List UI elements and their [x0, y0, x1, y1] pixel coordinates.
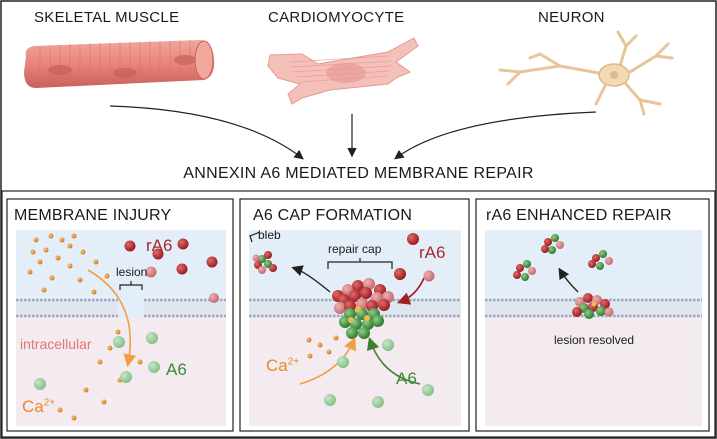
repair-cap-cluster: [332, 278, 394, 339]
panel-membrane-injury: [6, 198, 234, 432]
annexin-a6-proteins: [34, 332, 160, 390]
released-clusters: [513, 234, 613, 281]
calcium-ions: [27, 233, 143, 421]
label-lesion-resolved: lesion resolved: [554, 333, 635, 347]
bleb-cluster: [252, 251, 277, 274]
cell-membrane: [16, 298, 226, 318]
cardiomyocyte-icon: [267, 37, 419, 105]
resolved-patch: [572, 293, 614, 319]
panel-a6-cap-formation: [239, 198, 470, 432]
label-neuron: NEURON: [538, 9, 605, 26]
label-ra6-panel1: rA6: [146, 236, 173, 255]
label-lesion: lesion: [116, 265, 148, 279]
panel-1-title: MEMBRANE INJURY: [14, 207, 172, 224]
label-a6-panel1: A6: [166, 360, 187, 379]
label-calcium-panel2: Ca2+: [266, 356, 300, 375]
label-skeletal-muscle: SKELETAL MUSCLE: [34, 9, 180, 26]
label-calcium-panel1: Ca2+: [22, 397, 56, 416]
skeletal-muscle-fiber-icon: [24, 40, 215, 88]
label-ra6-panel2: rA6: [419, 243, 446, 262]
neuron-icon: [498, 30, 674, 116]
label-cardiomyocyte: CARDIOMYOCYTE: [268, 9, 405, 26]
panel-2-title: A6 CAP FORMATION: [253, 207, 413, 224]
panel-3-title: rA6 ENHANCED REPAIR: [486, 207, 672, 224]
main-title: ANNEXIN A6 MEDIATED MEMBRANE REPAIR: [183, 165, 534, 182]
label-repair-cap: repair cap: [328, 242, 382, 256]
arrow-muscle: [109, 105, 304, 160]
label-a6-panel2: A6: [396, 369, 417, 388]
panel-ra6-enhanced-repair: [475, 198, 710, 432]
arrow-neuron: [394, 111, 597, 160]
recombinant-a6-proteins: [124, 238, 219, 303]
label-bleb: bleb: [258, 228, 281, 242]
label-intracellular: intracellular: [20, 336, 92, 352]
